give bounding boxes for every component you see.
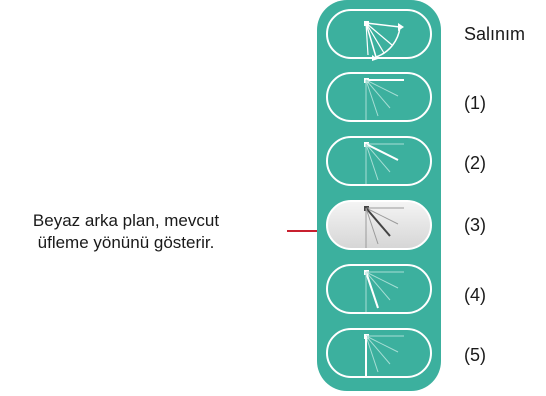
callout-line-1: Beyaz arka plan, mevcut [32,211,220,230]
callout-text: Beyaz arka plan, mevcut üfleme yönünü gö… [0,210,276,254]
airflow-position-4-button[interactable] [326,264,432,314]
airflow-position-5-button[interactable] [326,328,432,378]
airflow-position-2-button[interactable] [326,136,432,186]
airflow-position-5-icon [364,334,404,376]
swing-icon [364,21,404,61]
airflow-position-4-icon [364,270,404,312]
position-1-label: (1) [464,93,486,113]
airflow-position-3-icon [364,206,404,248]
position-5-label: (5) [464,345,486,365]
airflow-direction-panel [317,0,441,391]
position-3-label: (3) [464,215,486,235]
swing-button[interactable] [326,9,432,61]
position-2-label: (2) [464,153,486,173]
airflow-position-1-button[interactable] [326,72,432,122]
airflow-position-1-icon [364,78,404,120]
airflow-position-2-icon [364,142,404,184]
callout-line-2: üfleme yönünü gösterir. [37,233,215,252]
swing-label: Salınım [464,24,526,44]
position-4-label: (4) [464,285,486,305]
airflow-position-3-button[interactable] [326,200,432,250]
